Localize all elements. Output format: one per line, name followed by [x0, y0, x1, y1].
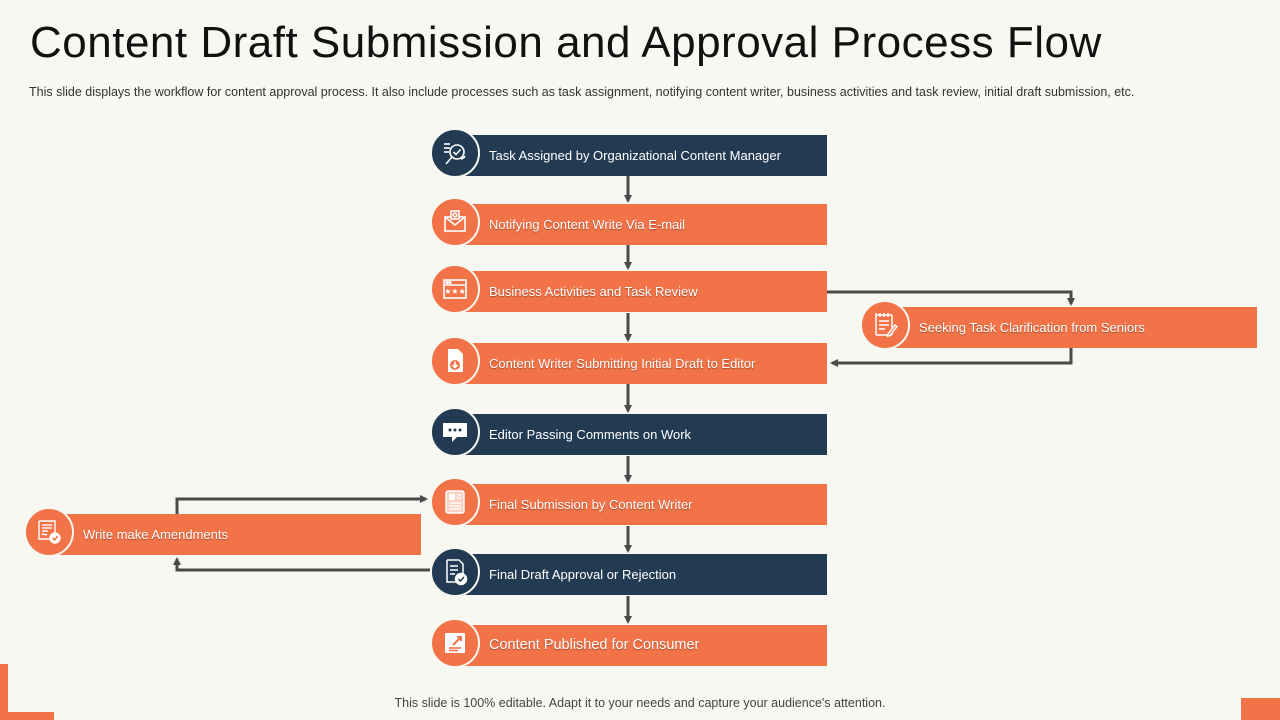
step-label: Final Submission by Content Writer — [489, 497, 693, 512]
arrow-from-amendments — [175, 495, 428, 514]
step-final-submission: Final Submission by Content Writer — [430, 477, 827, 527]
page-title: Content Draft Submission and Approval Pr… — [30, 18, 1102, 67]
footer-note: This slide is 100% editable. Adapt it to… — [394, 696, 886, 710]
step-label: Task Assigned by Organizational Content … — [489, 148, 781, 163]
side-step-amendments: Write make Amendments — [24, 507, 421, 557]
step-content-published: Content Published for Consumer — [430, 618, 827, 668]
step-label: Seeking Task Clarification from Seniors — [919, 320, 1145, 335]
publish-edit-icon — [430, 618, 480, 668]
step-label: Business Activities and Task Review — [489, 284, 698, 299]
step-notify-email: Notifying Content Write Via E-mail — [430, 197, 827, 247]
page-subtitle: This slide displays the workflow for con… — [29, 85, 1135, 99]
corner-accent-left-bottom — [0, 712, 54, 720]
arrow-to-amendments — [173, 557, 430, 572]
certificate-check-icon — [24, 507, 74, 557]
newspaper-icon — [430, 477, 480, 527]
step-task-assigned: Task Assigned by Organizational Content … — [430, 128, 827, 178]
arrow-to-clarification — [827, 290, 1075, 306]
step-label: Editor Passing Comments on Work — [489, 427, 692, 442]
step-initial-draft: Content Writer Submitting Initial Draft … — [430, 336, 827, 386]
speech-bubble-icon — [430, 407, 480, 457]
step-label: Final Draft Approval or Rejection — [489, 567, 677, 582]
step-label: Content Published for Consumer — [489, 637, 700, 653]
envelope-icon — [430, 197, 480, 247]
step-final-approval: Final Draft Approval or Rejection — [430, 547, 827, 597]
task-checklist-icon — [430, 128, 480, 178]
side-step-clarification: Seeking Task Clarification from Seniors — [860, 300, 1257, 350]
step-label: Content Writer Submitting Initial Draft … — [489, 356, 756, 371]
step-label: Notifying Content Write Via E-mail — [489, 217, 686, 232]
step-editor-comments: Editor Passing Comments on Work — [430, 407, 827, 457]
step-business-review: ★★★ Business Activities and Task Review — [430, 264, 827, 314]
notepad-edit-icon — [860, 300, 910, 350]
arrow-from-clarification — [830, 348, 1073, 367]
calendar-rating-icon: ★★★ — [430, 264, 480, 314]
document-check-icon — [430, 547, 480, 597]
document-download-icon — [430, 336, 480, 386]
step-label: Write make Amendments — [83, 527, 228, 542]
corner-accent-right — [1241, 698, 1280, 720]
svg-text:★★★: ★★★ — [444, 287, 466, 296]
corner-accent-left — [0, 664, 8, 720]
